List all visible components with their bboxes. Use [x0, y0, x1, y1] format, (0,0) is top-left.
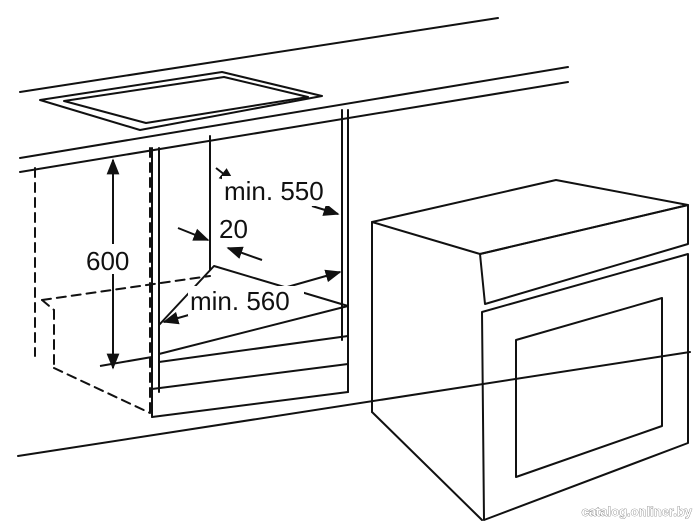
neighbor-drawer-front-top: [41, 299, 55, 311]
height-arrow-extension: [99, 356, 153, 367]
niche-shelf-base-front: [151, 363, 349, 390]
depth-label-bg: [222, 176, 340, 206]
width-label: min. 560: [190, 286, 290, 316]
height-label: 600: [86, 246, 129, 276]
countertop-front-edge: [19, 81, 569, 173]
oven-door: [481, 253, 689, 521]
hob-outer: [39, 71, 323, 131]
depth-arrow-in-right: [311, 203, 340, 216]
niche-base-bottom: [151, 391, 349, 418]
countertop-back-edge: [19, 66, 569, 159]
niche-shelf-lower: [158, 335, 349, 363]
wall-line-upper: [19, 17, 499, 93]
oven-control-panel: [479, 204, 689, 305]
gap-label: 20: [219, 214, 248, 244]
oven-left-bottom: [371, 411, 483, 521]
neighbor-drawer-bottom: [53, 367, 151, 414]
depth-label: min. 550: [224, 176, 324, 206]
gap-arrow-left: [177, 227, 210, 241]
width-label-bg: [188, 286, 304, 316]
watermark-text: catalog.onliner.by: [581, 504, 692, 519]
oven-window: [515, 297, 663, 478]
hob-inner: [63, 76, 309, 124]
height-label-bg: [84, 244, 138, 274]
wall-line-lower: [17, 351, 691, 457]
gap-arrow-right: [226, 246, 263, 261]
